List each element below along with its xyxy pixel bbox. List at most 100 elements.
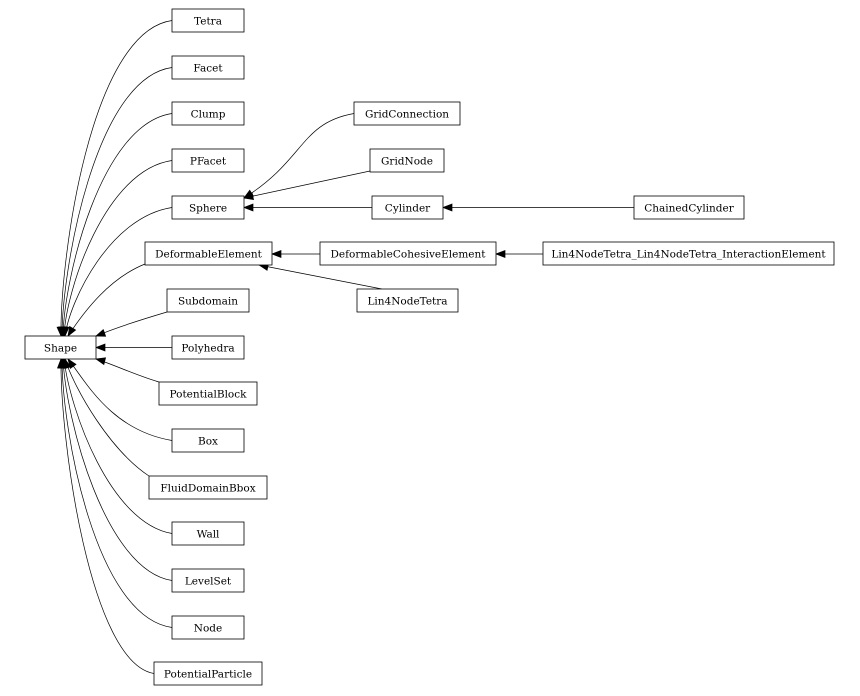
class-node-box (369, 148, 445, 173)
class-node-box (171, 195, 245, 220)
class-node-label: DeformableCohesiveElement (331, 248, 487, 260)
class-node-chained-cylinder[interactable]: ChainedCylinder (633, 195, 745, 220)
edge-line (243, 170, 371, 199)
inheritance-edge-cylinder-to-sphere (243, 203, 372, 212)
class-node-shape[interactable]: Shape (24, 335, 97, 360)
class-node-label: Node (194, 622, 222, 634)
class-node-label: Clump (191, 108, 226, 120)
class-node-label: Facet (193, 62, 223, 74)
class-node-node[interactable]: Node (171, 615, 245, 640)
class-node-label: DeformableElement (155, 248, 263, 260)
inheritance-edge-deformable-cohesive-element-to-deformable-element (271, 249, 320, 259)
class-node-label: GridNode (381, 155, 433, 167)
class-node-label: ChainedCylinder (644, 202, 734, 214)
arrowhead-icon (271, 249, 282, 259)
inheritance-edge-level-set-to-shape (58, 358, 173, 581)
class-node-facet[interactable]: Facet (171, 55, 245, 80)
inheritance-edge-facet-to-shape (57, 67, 173, 337)
class-node-fluid-domain-bbox[interactable]: FluidDomainBbox (148, 475, 268, 500)
class-nodes: Shape TetraFacetClumpPFacetSphereDeformab… (24, 8, 835, 686)
edge-line (67, 263, 146, 337)
edge-line (95, 311, 168, 337)
class-node-grid-connection[interactable]: GridConnection (353, 101, 461, 126)
class-node-level-set[interactable]: LevelSet (171, 568, 245, 593)
class-node-label: GridConnection (365, 108, 449, 120)
inheritance-edge-fluid-domain-bbox-to-shape (63, 358, 150, 477)
class-node-box (24, 335, 97, 360)
edge-line (63, 160, 173, 337)
edge-line (64, 358, 150, 477)
arrowhead-icon (56, 358, 66, 369)
class-node-label: Subdomain (178, 295, 238, 307)
class-node-cylinder[interactable]: Cylinder (371, 195, 444, 220)
class-node-box (158, 381, 258, 406)
inheritance-edge-subdomain-to-shape (95, 311, 168, 337)
class-node-clump[interactable]: Clump (171, 101, 245, 126)
class-node-label: Lin4NodeTetra (367, 295, 447, 307)
arrowhead-icon (495, 249, 506, 259)
inheritance-edge-grid-node-to-sphere (243, 170, 371, 201)
class-node-deformable-cohesive-element[interactable]: DeformableCohesiveElement (319, 241, 497, 266)
class-node-tetra[interactable]: Tetra (171, 8, 245, 33)
class-node-box (171, 428, 245, 453)
class-node-lin4node-tetra[interactable]: Lin4NodeTetra (356, 288, 459, 313)
edge-line (95, 358, 160, 383)
class-node-label: Sphere (189, 202, 227, 214)
class-node-potential-block[interactable]: PotentialBlock (158, 381, 258, 406)
class-node-box (171, 101, 245, 126)
edge-line (63, 358, 173, 534)
class-node-box (144, 241, 273, 266)
arrowhead-icon (243, 192, 254, 201)
class-node-label: Wall (197, 528, 220, 540)
class-node-box (171, 55, 245, 80)
edge-line (61, 358, 173, 628)
inheritance-edge-potential-particle-to-shape (56, 358, 155, 674)
inheritance-edge-sphere-to-shape (61, 207, 173, 337)
class-node-box (633, 195, 745, 220)
edge-line (243, 113, 355, 199)
class-node-box (371, 195, 444, 220)
class-node-label: PFacet (190, 155, 227, 167)
class-node-label: Cylinder (385, 202, 431, 214)
inheritance-edge-grid-connection-to-sphere (243, 113, 355, 199)
class-node-label: FluidDomainBbox (160, 482, 255, 494)
edge-line (62, 358, 173, 581)
inheritance-edge-lin4node-tetra-to-deformable-element (258, 262, 383, 290)
class-node-box (171, 148, 245, 173)
class-node-label: Box (198, 435, 218, 447)
edge-line (67, 358, 173, 441)
class-node-box (353, 101, 461, 126)
inheritance-edge-potential-block-to-shape (95, 357, 160, 383)
class-node-label: LevelSet (185, 575, 232, 587)
class-node-polyhedra[interactable]: Polyhedra (171, 335, 245, 360)
class-node-lin4node-tetra-interaction[interactable]: Lin4NodeTetra_Lin4NodeTetra_InteractionE… (542, 241, 835, 266)
inheritance-edge-tetra-to-shape (56, 20, 173, 337)
edge-line (60, 358, 155, 674)
class-node-box (171, 335, 245, 360)
class-node-pfacet[interactable]: PFacet (171, 148, 245, 173)
arrowhead-icon (95, 343, 106, 352)
class-node-box (319, 241, 497, 266)
class-node-deformable-element[interactable]: DeformableElement (144, 241, 273, 266)
arrowhead-icon (95, 357, 107, 366)
class-node-potential-particle[interactable]: PotentialParticle (153, 661, 263, 686)
class-node-box[interactable]: Box (171, 428, 245, 453)
class-node-box (171, 521, 245, 546)
class-node-subdomain[interactable]: Subdomain (166, 288, 250, 313)
inheritance-edge-polyhedra-to-shape (95, 343, 172, 352)
class-node-label: Tetra (194, 15, 222, 27)
class-node-sphere[interactable]: Sphere (171, 195, 245, 220)
edge-line (64, 207, 173, 337)
edge-line (62, 113, 173, 337)
class-node-box (166, 288, 250, 313)
edge-line (60, 20, 173, 337)
inheritance-edge-deformable-element-to-shape (67, 263, 146, 337)
class-node-label: Lin4NodeTetra_Lin4NodeTetra_InteractionE… (551, 248, 826, 260)
class-node-grid-node[interactable]: GridNode (369, 148, 445, 173)
arrowhead-icon (95, 329, 107, 337)
class-node-wall[interactable]: Wall (171, 521, 245, 546)
class-node-label: PotentialBlock (170, 388, 248, 400)
class-node-box (153, 661, 263, 686)
class-node-box (148, 475, 268, 500)
class-node-label: Polyhedra (181, 342, 234, 354)
